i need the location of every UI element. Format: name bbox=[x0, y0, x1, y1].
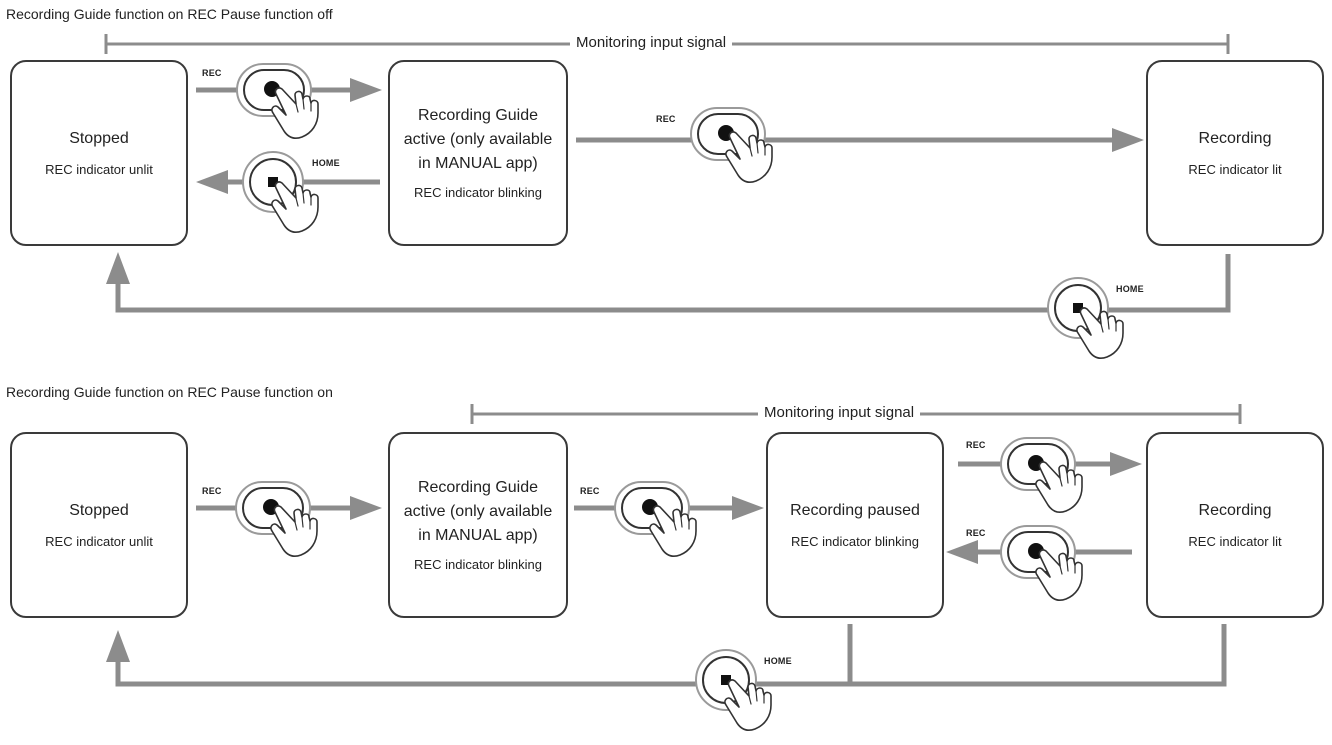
state-box-recording-2: Recording REC indicator lit bbox=[1146, 432, 1324, 618]
state-box-guide-2: Recording Guide active (only available i… bbox=[388, 432, 568, 618]
state-title: Recording paused bbox=[790, 502, 920, 519]
section-title-2: Recording Guide function on REC Pause fu… bbox=[6, 384, 333, 400]
state-box-guide-1: Recording Guide active (only available i… bbox=[388, 60, 568, 246]
state-box-stopped-1: Stopped REC indicator unlit bbox=[10, 60, 188, 246]
button-label-rec: REC bbox=[966, 528, 986, 538]
state-title: Recording Guide active (only available i… bbox=[403, 107, 553, 172]
state-box-paused-2: Recording paused REC indicator blinking bbox=[766, 432, 944, 618]
monitoring-label-1: Monitoring input signal bbox=[570, 34, 733, 51]
pointing-hand-icon bbox=[724, 679, 772, 731]
state-sub: REC indicator unlit bbox=[45, 162, 153, 177]
button-label-home: HOME bbox=[312, 158, 340, 168]
pointing-hand-icon bbox=[271, 181, 319, 233]
state-title: Recording bbox=[1198, 502, 1272, 519]
state-sub: REC indicator lit bbox=[1188, 162, 1282, 177]
state-sub: REC indicator blinking bbox=[791, 534, 919, 549]
pointing-hand-icon bbox=[1076, 307, 1124, 359]
state-box-recording-1: Recording REC indicator lit bbox=[1146, 60, 1324, 246]
section-title-1: Recording Guide function on REC Pause fu… bbox=[6, 6, 333, 22]
state-sub: REC indicator blinking bbox=[414, 185, 542, 200]
state-sub: REC indicator unlit bbox=[45, 534, 153, 549]
arrow-guide-to-recording-1 bbox=[576, 128, 1144, 152]
arrow-recording-to-stopped-1 bbox=[106, 252, 1231, 313]
state-sub: REC indicator blinking bbox=[414, 557, 542, 572]
button-label-home: HOME bbox=[764, 656, 792, 666]
monitoring-label-2: Monitoring input signal bbox=[758, 404, 921, 421]
state-title: Stopped bbox=[69, 130, 129, 147]
button-label-rec: REC bbox=[202, 68, 222, 78]
button-label-rec: REC bbox=[966, 440, 986, 450]
button-label-rec: REC bbox=[656, 114, 676, 124]
state-title: Recording bbox=[1198, 130, 1272, 147]
arrow-to-stopped-2 bbox=[106, 624, 1227, 687]
button-label-rec: REC bbox=[580, 486, 600, 496]
state-sub: REC indicator lit bbox=[1188, 534, 1282, 549]
button-label-home: HOME bbox=[1116, 284, 1144, 294]
button-label-rec: REC bbox=[202, 486, 222, 496]
state-title: Stopped bbox=[69, 502, 129, 519]
state-title: Recording Guide active (only available i… bbox=[403, 479, 553, 544]
state-box-stopped-2: Stopped REC indicator unlit bbox=[10, 432, 188, 618]
